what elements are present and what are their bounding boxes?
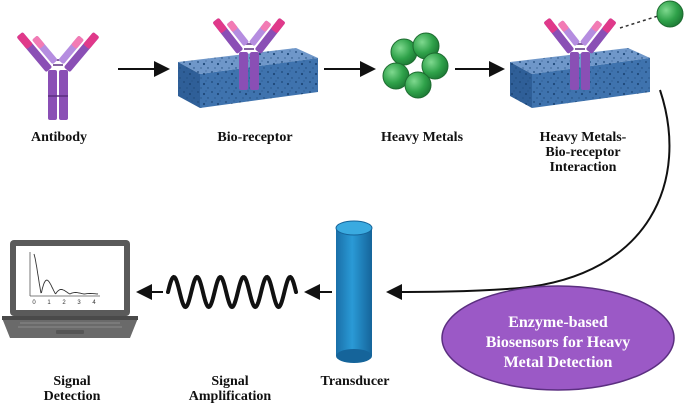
screen-signal-curve bbox=[33, 253, 99, 295]
binding-dotted-line bbox=[619, 15, 659, 29]
signal-detection-label-line1: Signal bbox=[53, 374, 91, 389]
signal-detection-label: Signal Detection bbox=[22, 374, 122, 404]
antibody-on-receptor-icon bbox=[213, 18, 285, 90]
signal-amplification-label-line2: Amplification bbox=[188, 389, 272, 404]
signal-detection-label-line2: Detection bbox=[43, 389, 101, 404]
title-line2: Biosensors for Heavy bbox=[485, 334, 631, 351]
interaction-label-line1: Heavy Metals- bbox=[539, 130, 627, 145]
bound-metal-icon bbox=[656, 0, 684, 28]
screen-tick-label: 2 bbox=[62, 300, 66, 306]
antibody-bound-icon bbox=[544, 18, 616, 90]
transducer-icon bbox=[335, 220, 373, 363]
interaction-label-line2: Bio-receptor bbox=[545, 145, 621, 160]
signal-amplification-label-line1: Signal bbox=[211, 374, 249, 389]
bioreceptor-label: Bio-receptor bbox=[217, 130, 293, 145]
signal-wave-icon bbox=[166, 274, 298, 310]
screen-tick-label: 1 bbox=[47, 300, 51, 306]
screen-tick-label: 4 bbox=[92, 300, 96, 306]
transducer-label: Transducer bbox=[320, 374, 390, 389]
antibody-label: Antibody bbox=[30, 130, 88, 145]
title-oval bbox=[441, 285, 675, 391]
antibody-icon bbox=[17, 32, 99, 120]
screen-tick-label: 0 bbox=[32, 300, 36, 306]
interaction-label: Heavy Metals- Bio-receptor Interaction bbox=[518, 130, 648, 175]
screen-chart: 0 1 2 3 4 bbox=[29, 252, 100, 306]
interaction-block bbox=[510, 48, 650, 108]
title-oval-text: Enzyme-based Biosensors for Heavy Metal … bbox=[442, 313, 674, 373]
screen-tick-label: 3 bbox=[77, 300, 81, 306]
curved-flow-arrow bbox=[386, 89, 671, 300]
interaction-label-line3: Interaction bbox=[549, 160, 617, 175]
laptop-icon bbox=[2, 240, 138, 338]
heavy-metals-label: Heavy Metals bbox=[380, 130, 464, 145]
title-line3: Metal Detection bbox=[503, 354, 613, 371]
heavy-metals-icon bbox=[382, 32, 449, 99]
title-line1: Enzyme-based bbox=[508, 314, 608, 331]
signal-amplification-label: Signal Amplification bbox=[170, 374, 290, 404]
